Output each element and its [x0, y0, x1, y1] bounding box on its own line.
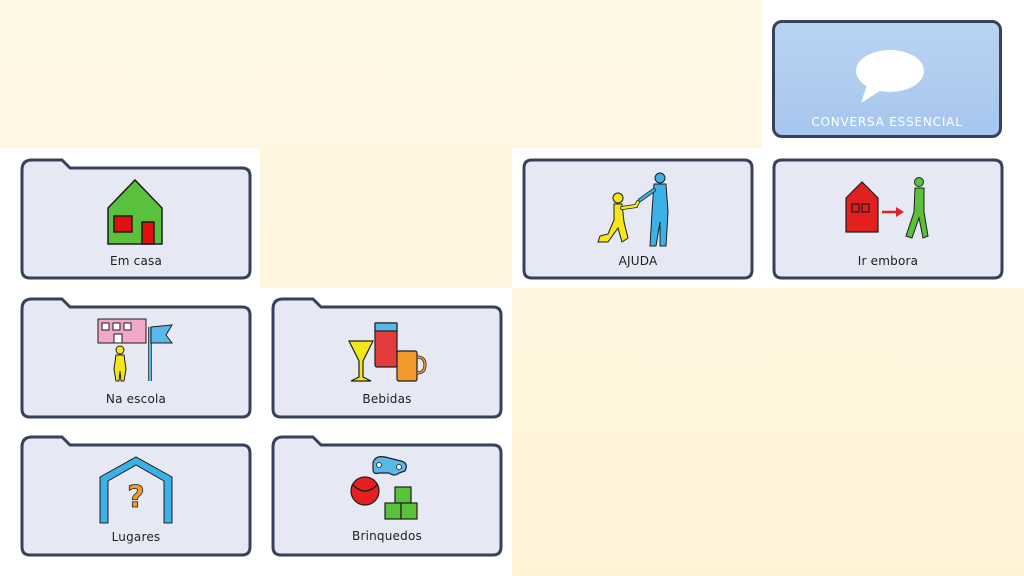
- drinks-icon: [348, 322, 427, 382]
- essential-conversation-button[interactable]: CONVERSA ESSENCIAL: [772, 20, 1002, 138]
- places-icon: ?: [99, 456, 173, 524]
- speech-bubble-icon: [856, 50, 924, 103]
- help-people-icon: [597, 172, 669, 247]
- toys-icon: [350, 456, 418, 520]
- folder-label: Brinquedos: [352, 529, 422, 543]
- folder-brinquedos[interactable]: Brinquedos: [271, 435, 503, 557]
- folder-label: Em casa: [109, 254, 163, 268]
- folder-lugares[interactable]: ? Lugares: [20, 435, 252, 557]
- svg-text:?: ?: [127, 480, 144, 515]
- house-icon: [107, 178, 163, 245]
- folder-na-escola[interactable]: Na escola: [20, 297, 252, 419]
- folder-label: Bebidas: [362, 392, 412, 406]
- folder-label: Lugares: [111, 530, 161, 544]
- folder-ir-embora[interactable]: Ir embora: [772, 158, 1004, 280]
- folder-label: Ir embora: [857, 254, 919, 268]
- folder-label: AJUDA: [618, 254, 658, 268]
- folder-frame: [772, 158, 1004, 280]
- folder-em-casa[interactable]: Em casa: [20, 158, 252, 280]
- essential-label: CONVERSA ESSENCIAL: [811, 115, 963, 129]
- folder-frame: [271, 435, 503, 557]
- folder-bebidas[interactable]: Bebidas: [271, 297, 503, 419]
- leave-house-icon: [845, 177, 929, 239]
- folder-ajuda[interactable]: AJUDA: [522, 158, 754, 280]
- folder-frame: [522, 158, 754, 280]
- folder-frame: [20, 297, 252, 419]
- school-icon: [97, 318, 173, 382]
- folder-frame: [20, 435, 252, 557]
- folder-label: Na escola: [105, 392, 167, 406]
